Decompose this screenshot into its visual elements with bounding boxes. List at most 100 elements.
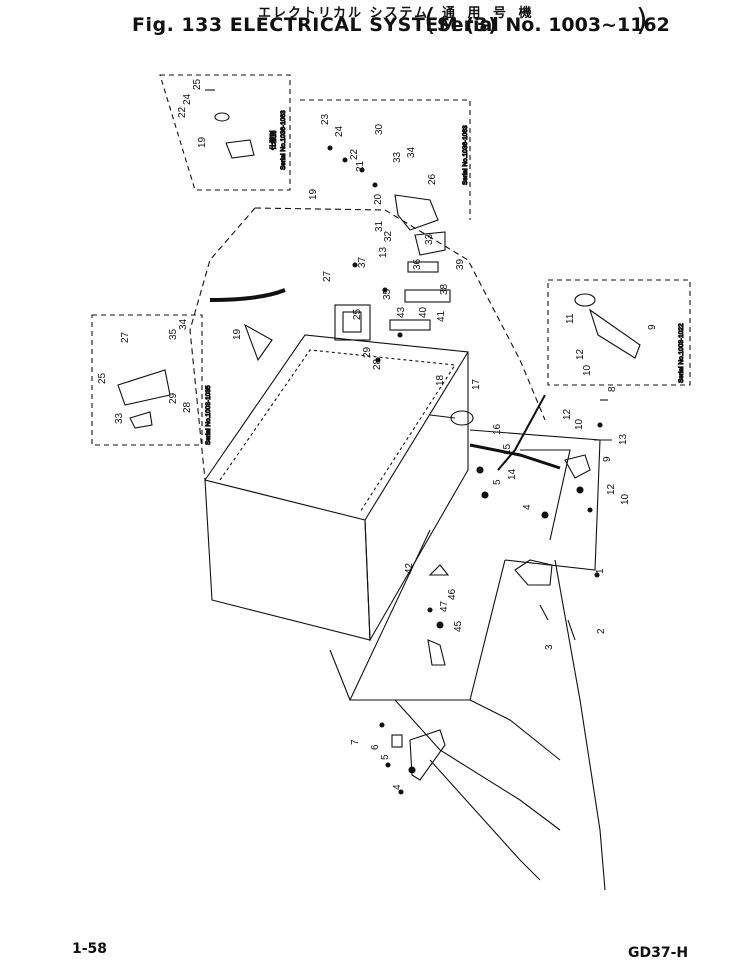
part-label: 21: [355, 160, 366, 172]
hood-panel: [189, 207, 546, 481]
part-label: 20: [373, 193, 384, 205]
part-label: 11: [565, 313, 576, 324]
part-label: 32: [383, 230, 394, 242]
chassis-frame: [329, 429, 606, 891]
part-label: 10: [582, 364, 593, 376]
plate-26: [394, 194, 439, 231]
inset-top-note-serial: Serial No.1036-1063: [280, 110, 287, 170]
part-label: 25: [192, 78, 203, 90]
part-label: 27: [120, 331, 131, 343]
part-label: 12: [575, 348, 586, 360]
bracket-42: [428, 564, 450, 576]
model-code: GD37-H: [628, 945, 689, 961]
part-label: 22: [177, 106, 188, 118]
part-label: 16: [492, 423, 503, 435]
inset-left-part: [117, 369, 171, 406]
header-jp-serial: 通 用 号 機: [442, 6, 536, 21]
part-label: 8: [607, 386, 618, 392]
part-label: 33: [114, 412, 125, 424]
part-label: 17: [471, 378, 482, 390]
serial-range: Serial No. 1003~1162: [437, 14, 670, 36]
inset-left-note-serial: Serial No.1003-1035: [205, 385, 212, 445]
part-label: 35: [382, 288, 393, 300]
part-label: 36: [412, 258, 423, 270]
part-label: 46: [447, 588, 458, 600]
part-label: 10: [574, 418, 585, 430]
part-label: 13: [378, 246, 389, 258]
wire-harness: [469, 443, 561, 470]
part-label: 6: [370, 744, 381, 750]
inset-left: [91, 314, 203, 446]
plate-33: [414, 231, 446, 256]
part-label: 30: [374, 123, 385, 135]
part-label: 3: [544, 644, 555, 650]
open-paren: (: [424, 3, 436, 38]
part-label: 24: [334, 125, 345, 137]
part-label: 13: [618, 433, 629, 445]
part-label: 28: [372, 358, 383, 370]
part-label: 27: [322, 270, 333, 282]
inset-right-disc: [574, 293, 596, 307]
inset-right-note-serial: Serial No.1003-1022: [678, 323, 685, 383]
part-label: 24: [182, 93, 193, 105]
part-label: 33: [392, 151, 403, 163]
part-label: 39: [455, 258, 466, 270]
part-label: 5: [492, 479, 503, 485]
part-label: 29: [168, 392, 179, 404]
part-label: 12: [562, 408, 573, 420]
part-label: 28: [182, 401, 193, 413]
part-label: 41: [436, 310, 447, 322]
inset-top: [159, 74, 291, 191]
part-label: 37: [357, 256, 368, 268]
part-label: 25: [97, 372, 108, 384]
part-label: 33: [424, 233, 435, 245]
part-label: 4: [522, 504, 533, 510]
part-label: 9: [647, 324, 658, 330]
part-label: 23: [320, 113, 331, 125]
clamp-9: [564, 454, 591, 479]
inset-top-part: [225, 139, 255, 159]
part-label: 47: [439, 600, 450, 612]
fasteners: [327, 145, 603, 795]
part-label: 19: [232, 328, 243, 340]
part-label: 2: [596, 628, 607, 634]
part-label: 5: [380, 754, 391, 760]
part-label: 19: [197, 136, 208, 148]
part-label: 1: [595, 568, 606, 574]
part-label: 4: [392, 784, 403, 790]
bracket-36: [407, 261, 439, 273]
wire-harness-2: [497, 394, 546, 471]
part-label: 14: [507, 468, 518, 480]
part-label: 31: [374, 220, 385, 232]
inset-mid-note-serial: Serial No.1036-1063: [462, 125, 469, 185]
part-label: 26: [427, 173, 438, 185]
part-label: 43: [396, 306, 407, 318]
part-label: 25: [352, 308, 363, 320]
inset-right: [547, 279, 691, 386]
part-label: 18: [435, 374, 446, 386]
part-label: 38: [439, 283, 450, 295]
part-label: 19: [308, 188, 319, 200]
inset-mid-callout: [300, 99, 471, 220]
part-label: 22: [349, 148, 360, 160]
part-label: 34: [178, 318, 189, 330]
bracket-1: [514, 559, 553, 586]
part-label: 7: [350, 739, 361, 745]
part-label: 29: [362, 346, 373, 358]
part-label: 40: [418, 306, 429, 318]
switch-bracket: [334, 289, 451, 341]
part-label: 10: [620, 493, 631, 505]
battery-box: [204, 334, 469, 642]
close-paren: ): [636, 3, 648, 38]
figure-title: Fig. 133 ELECTRICAL SYSTEM (3): [132, 14, 498, 36]
part-label: 45: [453, 620, 464, 632]
page-number: 1-58: [72, 941, 108, 957]
part-label: 35: [168, 328, 179, 340]
header-jp-title: エレクトリカル システム: [258, 6, 430, 21]
part-label: 42: [404, 562, 415, 574]
inset-top-note-jp: 仕様別: [268, 131, 277, 151]
part-label: 15: [502, 443, 513, 455]
part-label: 9: [602, 456, 613, 462]
